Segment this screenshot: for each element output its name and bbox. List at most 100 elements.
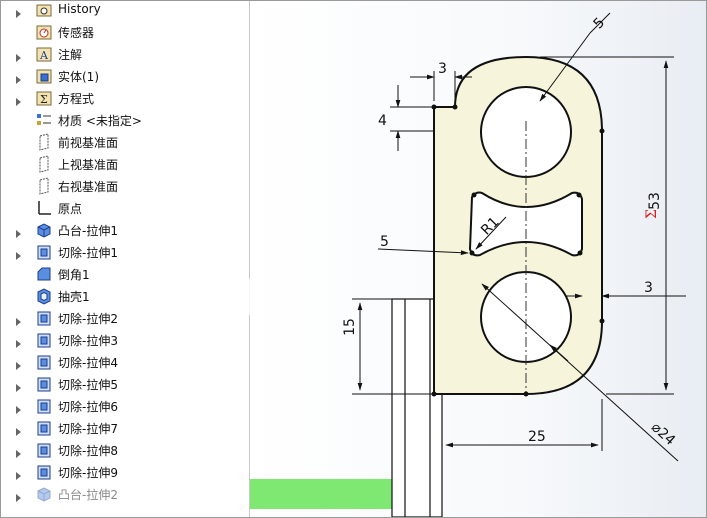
tree-item[interactable]: 切除-拉伸6 [1,395,249,417]
tree-item[interactable]: 前视基准面 [1,131,249,153]
dim-width-text[interactable]: 25 [528,429,546,445]
tree-item-label: 切除-拉伸8 [58,444,118,458]
dim-top-radius-ext [589,12,611,34]
tree-item[interactable]: 切除-拉伸9 [1,461,249,483]
tree-item[interactable]: 切除-拉伸2 [1,307,249,329]
tree-item-label: 切除-拉伸4 [58,356,118,370]
expand-arrow-icon[interactable] [15,70,23,84]
tree-item-label: 切除-拉伸2 [58,312,118,326]
tree-item-label: 切除-拉伸7 [58,422,118,436]
tree-item-label: 上视基准面 [58,158,119,172]
tree-item[interactable]: 倒角1 [1,263,249,285]
base-part-green [250,479,392,509]
tree-item[interactable]: 原点 [1,197,249,219]
expand-arrow-icon[interactable] [15,466,23,480]
tree-item[interactable]: 实体(1) [1,65,249,87]
expand-arrow-icon[interactable] [15,334,23,348]
tree-item-label: 前视基准面 [58,136,119,150]
cut-extrude-icon [35,309,53,327]
tree-item[interactable]: A 注解 [1,43,249,65]
dim-step-text[interactable]: 4 [378,113,387,129]
equation-icon: Σ [35,89,53,107]
cut-extrude-icon [35,463,53,481]
dim-left-offset-text[interactable]: 5 [380,234,389,250]
boss-extrude-icon [35,221,53,239]
dim-diameter-leader [481,283,679,462]
plane-icon [35,177,53,195]
sketch-drawing[interactable]: 5 3 4 5 R1 3 [250,1,706,517]
tree-item[interactable]: 材质 <未指定> [1,109,249,131]
dim-diameter-text[interactable]: ⌀24 [648,419,678,449]
tree-item-label: 方程式 [58,92,95,106]
tree-item-label: 切除-拉伸3 [58,334,118,348]
tree-item[interactable]: 切除-拉伸5 [1,373,249,395]
dim-top-radius-leader [539,32,591,102]
expand-arrow-icon[interactable] [15,356,23,370]
tree-item-label: 倒角1 [58,268,90,282]
tree-item-label: 原点 [58,202,83,216]
middle-slot[interactable] [468,191,583,257]
cut-extrude-icon [35,353,53,371]
tree-item-label: 切除-拉伸1 [58,246,118,260]
svg-text:A: A [39,49,49,62]
tree-item-label: 切除-拉伸6 [58,400,118,414]
tree-item[interactable]: History [1,1,249,21]
expand-arrow-icon[interactable] [15,4,23,18]
svg-text:Σ: Σ [40,93,48,106]
tree-item[interactable]: 切除-拉伸1 [1,241,249,263]
cut-extrude-icon [35,375,53,393]
tree-item[interactable]: 凸台-拉伸1 [1,219,249,241]
tree-item-label: 材质 <未指定> [58,114,142,128]
tree-item-label: 凸台-拉伸1 [58,224,118,238]
tree-item-label: 实体(1) [58,70,99,84]
expand-arrow-icon[interactable] [15,488,23,502]
boss-extrude-icon [35,485,53,503]
expand-arrow-icon[interactable] [15,378,23,392]
tree-item-label: 凸台-拉伸2 [58,488,118,502]
tree-item[interactable]: 切除-拉伸8 [1,439,249,461]
dim-right-offset-text[interactable]: 3 [644,280,653,296]
graphics-area[interactable]: 5 3 4 5 R1 3 [250,1,706,517]
sketch-points [431,104,605,397]
tree-item[interactable]: 凸台-拉伸2 [1,483,249,505]
chamfer-icon [35,265,53,283]
tree-item-label: 切除-拉伸9 [58,466,118,480]
dim-left-offset-line [377,248,469,256]
tree-item[interactable]: 抽壳1 [1,285,249,307]
solid-body-icon [35,67,53,85]
material-icon [35,111,53,129]
dim-fillet-leader [475,216,507,250]
shell-icon [35,287,53,305]
tree-item[interactable]: 切除-拉伸7 [1,417,249,439]
origin-icon [35,199,53,217]
dim-height-text[interactable]: 53 [647,192,663,210]
expand-arrow-icon[interactable] [15,224,23,238]
expand-arrow-icon[interactable] [15,400,23,414]
tree-item-label: 传感器 [58,26,95,40]
tree-item[interactable]: 切除-拉伸3 [1,329,249,351]
annotation-icon: A [35,45,53,63]
feature-manager-tree: History 传感器 A 注解实体(1) Σ 方程式材质 <未指定> 前视基准面上视基准面… [1,1,250,517]
expand-arrow-icon[interactable] [15,422,23,436]
expand-arrow-icon[interactable] [15,246,23,260]
cut-extrude-icon [35,243,53,261]
tree-item-label: 右视基准面 [58,180,119,194]
sensor-icon [35,23,53,41]
tree-item[interactable]: 上视基准面 [1,153,249,175]
tree-item[interactable]: Σ 方程式 [1,87,249,109]
dim-top-offset-text[interactable]: 3 [438,61,447,77]
expand-arrow-icon[interactable] [15,312,23,326]
tree-item-label: 注解 [58,48,83,62]
dim-diameter-arrow [549,344,569,362]
tree-item[interactable]: 右视基准面 [1,175,249,197]
expand-arrow-icon[interactable] [15,92,23,106]
tree-item[interactable]: 传感器 [1,21,249,43]
expand-arrow-icon[interactable] [15,48,23,62]
dim-base-text[interactable]: 15 [342,318,358,336]
history-folder-icon [35,1,53,19]
expand-arrow-icon[interactable] [15,444,23,458]
cut-extrude-icon [35,441,53,459]
tree-item[interactable]: 切除-拉伸4 [1,351,249,373]
tree-item-label: History [58,2,101,16]
